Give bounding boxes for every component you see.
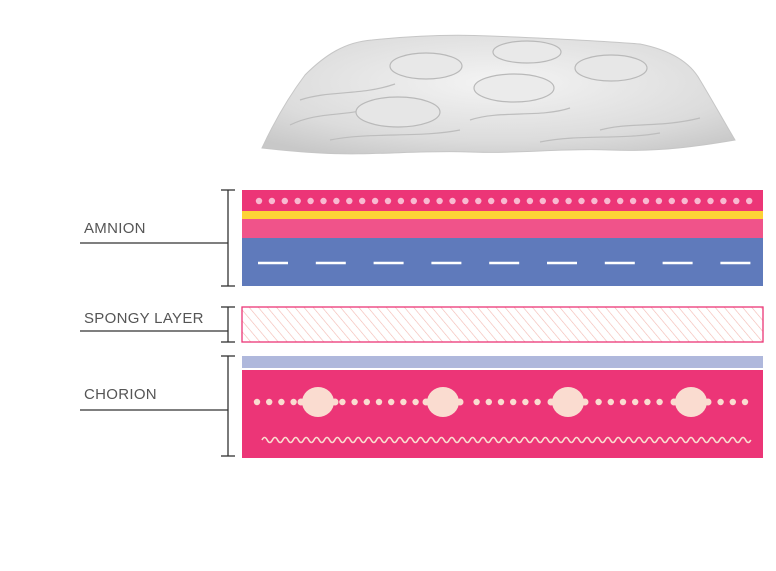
chorion-bracket [80, 355, 235, 457]
chorion-dot [266, 398, 273, 406]
amnion-dot [423, 197, 430, 205]
chorion-dot [473, 398, 480, 406]
amnion-dots [255, 197, 753, 205]
amnion-dot [642, 197, 650, 205]
chorion-dot [656, 398, 663, 406]
chorion-cell-nub [456, 398, 464, 406]
chorion-cell [552, 387, 584, 417]
chorion-cells [297, 387, 712, 417]
chorion-cell [675, 387, 707, 417]
amnion-dot [371, 197, 379, 205]
chorion-dot [290, 398, 297, 406]
amnion-dot [268, 197, 276, 205]
amnion-compact-band [242, 219, 763, 238]
chorion-dot [375, 398, 383, 406]
amnion-dot [397, 197, 405, 205]
chorion-dot [607, 398, 614, 406]
chorion-dot [253, 398, 261, 406]
chorion-dot [485, 398, 492, 406]
chorion-cell [302, 387, 334, 417]
amnion-layers [242, 190, 763, 286]
chorion-cell-nub [670, 398, 678, 406]
amnion-dot [604, 197, 611, 205]
amnion-dot [591, 197, 598, 205]
chorion-dot [412, 398, 419, 406]
amnion-label: AMNION [84, 220, 146, 237]
chorion-dot [619, 398, 627, 406]
spongy-layer-label: SPONGY LAYER [84, 310, 204, 327]
amnion-dot [629, 197, 637, 205]
chorion-reticular-band [242, 356, 763, 368]
amnion-dot [294, 197, 301, 205]
amnion-dot [436, 197, 443, 205]
amnion-dot [462, 197, 469, 205]
chorion-wave [261, 436, 752, 444]
amnion-dot [707, 197, 714, 205]
chorion-dot [400, 398, 407, 406]
chorion-dot [717, 398, 724, 406]
amnion-dot [565, 197, 572, 205]
amnion-dot [320, 197, 327, 205]
amnion-dot [346, 197, 353, 205]
amnion-dot [539, 197, 546, 205]
amnion-dot [655, 197, 663, 205]
amnion-dot [449, 197, 456, 205]
chorion-label: CHORION [84, 386, 157, 403]
chorion-dot [497, 398, 505, 406]
amnion-dot [384, 197, 392, 205]
amnion-dot [617, 197, 624, 205]
chorion-dots [253, 398, 749, 406]
chorion-layers [242, 356, 763, 458]
chorion-dot [595, 398, 602, 406]
chorion-trophoblast-band [242, 370, 763, 458]
amnion-dot [552, 197, 559, 205]
amnion-dot [513, 197, 521, 205]
chorion-dot [632, 398, 639, 406]
chorion-dot [534, 398, 541, 406]
chorion-cell-nub [331, 398, 339, 406]
amnion-bracket [80, 189, 235, 287]
amnion-dot [281, 197, 288, 205]
amnion-dot [488, 197, 495, 205]
chorion-dot [351, 398, 358, 406]
amnion-dot [694, 197, 701, 205]
chorion-cell [427, 387, 459, 417]
amnion-dot [410, 197, 417, 205]
amnion-dot [733, 197, 740, 205]
chorion-cell-nub [547, 398, 555, 406]
chorion-dot [363, 398, 370, 406]
chorion-dot [388, 398, 395, 406]
spongy-layer [241, 306, 764, 343]
amnion-dot [307, 197, 314, 205]
chorion-cell-nub [581, 398, 589, 406]
chorion-cell-nub [422, 398, 430, 406]
amnion-dot [746, 197, 753, 205]
spongy-layer-bracket [80, 306, 235, 343]
amnion-dot [578, 197, 585, 205]
chorion-cell-nub [704, 398, 712, 406]
chorion-dot [522, 398, 529, 406]
chorion-dot [278, 398, 285, 406]
chorion-dot [510, 398, 517, 406]
amnion-dot [500, 197, 508, 205]
amnion-dot [333, 197, 340, 205]
amnion-dot [255, 197, 263, 205]
membrane-tissue-illustration [261, 34, 736, 155]
amnion-dot [359, 197, 366, 205]
amnion-dot [668, 197, 675, 205]
amnion-dot [720, 197, 727, 205]
amnion-basement-band [242, 211, 763, 219]
amnion-dot [681, 197, 688, 205]
chorion-dot [729, 398, 736, 406]
chorion-dot [741, 398, 749, 406]
chorion-dot [644, 398, 651, 406]
chorion-dot [339, 398, 346, 406]
chorion-cell-nub [297, 398, 305, 406]
amnion-dot [526, 197, 534, 205]
amnion-dot [475, 197, 482, 205]
